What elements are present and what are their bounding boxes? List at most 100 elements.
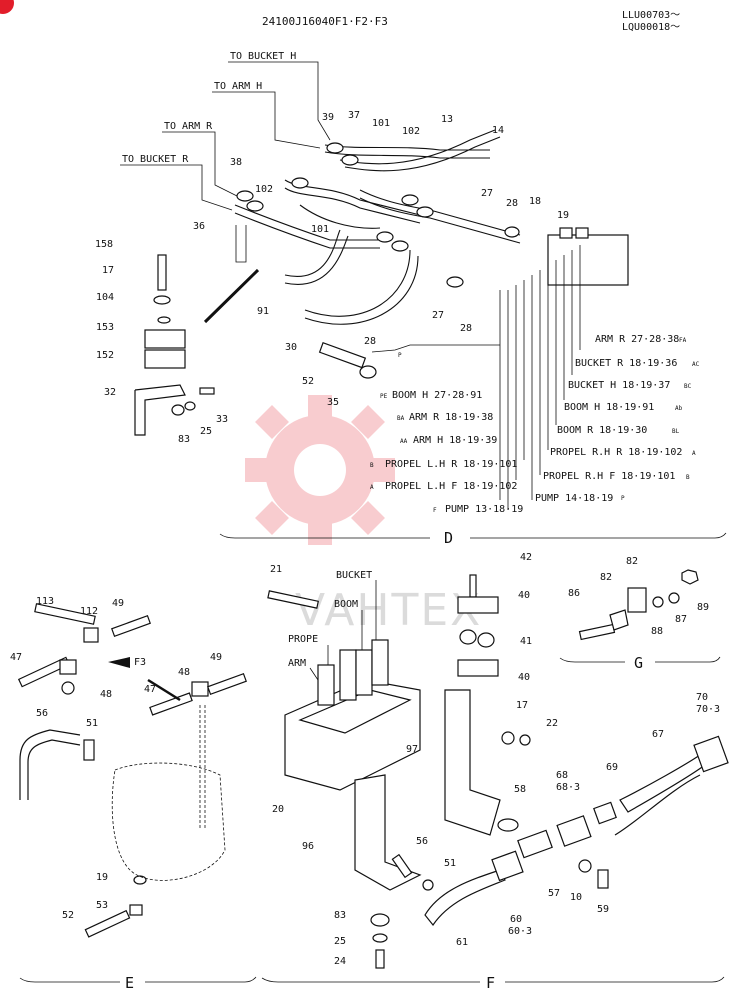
callout-40b: 40 xyxy=(518,672,530,683)
tag-ac: AC xyxy=(692,361,700,368)
callout-68: 68 xyxy=(556,770,568,781)
to-arm-r-label: TO ARM R xyxy=(164,121,213,132)
callout-47b: 47 xyxy=(144,684,156,695)
hose-arm-r: ARM R 27·28·38 xyxy=(595,334,679,345)
hose-propel-lh-f: PROPEL L.H F 18·19·102 xyxy=(385,481,517,492)
callout-89: 89 xyxy=(697,602,709,613)
tag-p-right: P xyxy=(621,495,625,502)
callout-158: 158 xyxy=(95,239,113,250)
callout-22: 22 xyxy=(546,718,558,729)
callout-87: 87 xyxy=(675,614,687,625)
hose-pump-14: PUMP 14·18·19 xyxy=(535,493,613,504)
callout-83b: 83 xyxy=(334,910,346,921)
hose-boom-h: BOOM H 18·19·91 xyxy=(564,402,654,413)
callout-82b: 82 xyxy=(600,572,612,583)
callout-19b: 19 xyxy=(96,872,108,883)
callout-102: 102 xyxy=(402,126,420,137)
callout-61: 61 xyxy=(456,937,468,948)
callout-32: 32 xyxy=(104,387,116,398)
tag-f: F xyxy=(433,507,437,514)
callout-58: 58 xyxy=(514,784,526,795)
callout-17b: 17 xyxy=(516,700,528,711)
hose-bucket-h: BUCKET H 18·19·37 xyxy=(568,380,670,391)
tag-pe: PE xyxy=(380,393,388,400)
hose-propel-lh-r: PROPEL L.H R 18·19·101 xyxy=(385,459,517,470)
callout-82: 82 xyxy=(626,556,638,567)
callout-56b: 56 xyxy=(416,836,428,847)
callout-18: 18 xyxy=(529,196,541,207)
callout-53: 53 xyxy=(96,900,108,911)
valve-label-arm: ARM xyxy=(288,658,306,669)
section-g-label: G xyxy=(634,654,643,672)
watermark-text: VAHTEX xyxy=(295,585,483,636)
section-f-label: F xyxy=(486,974,495,992)
to-bucket-h-label: TO BUCKET H xyxy=(230,51,296,62)
serial-range-1: LLU00703～ xyxy=(622,10,681,21)
tag-aa: AA xyxy=(400,438,408,445)
callout-101b: 101 xyxy=(311,224,329,235)
callout-49: 49 xyxy=(112,598,124,609)
tag-fa: FA xyxy=(679,337,687,344)
tag-a-lh: A xyxy=(370,484,374,491)
callout-13: 13 xyxy=(441,114,453,125)
callout-113: 113 xyxy=(36,596,54,607)
callout-21: 21 xyxy=(270,564,282,575)
tag-p-left: P xyxy=(398,352,402,359)
callout-59: 59 xyxy=(597,904,609,915)
valve-label-boom: BOOM xyxy=(334,599,358,610)
tag-b-rh: B xyxy=(686,474,690,481)
tag-ba: BA xyxy=(397,415,405,422)
callout-17: 17 xyxy=(102,265,114,276)
hose-propel-rh-f: PROPEL R.H F 18·19·101 xyxy=(543,471,675,482)
callout-48b: 48 xyxy=(178,667,190,678)
callout-51b: 51 xyxy=(444,858,456,869)
callout-56: 56 xyxy=(36,708,48,719)
callout-27: 27 xyxy=(481,188,493,199)
callout-57: 57 xyxy=(548,888,560,899)
callout-91: 91 xyxy=(257,306,269,317)
corner-badge xyxy=(0,0,14,14)
watermark-logo-icon xyxy=(245,395,395,545)
callout-47: 47 xyxy=(10,652,22,663)
callout-33: 33 xyxy=(216,414,228,425)
section-d-label: D xyxy=(444,529,453,547)
callout-40: 40 xyxy=(518,590,530,601)
callout-41: 41 xyxy=(520,636,532,647)
callout-83: 83 xyxy=(178,434,190,445)
callout-25b: 25 xyxy=(334,936,346,947)
section-e-label: E xyxy=(125,974,134,992)
callout-24: 24 xyxy=(334,956,346,967)
callout-10: 10 xyxy=(570,892,582,903)
callout-60-3: 60·3 xyxy=(508,926,532,937)
callout-35: 35 xyxy=(327,397,339,408)
callout-27b: 27 xyxy=(432,310,444,321)
callout-70: 70 xyxy=(696,692,708,703)
to-arm-h-label: TO ARM H xyxy=(214,81,262,92)
callout-30: 30 xyxy=(285,342,297,353)
callout-86: 86 xyxy=(568,588,580,599)
callout-51: 51 xyxy=(86,718,98,729)
callout-67: 67 xyxy=(652,729,664,740)
hose-pump-13: PUMP 13·18·19 xyxy=(445,504,523,515)
callout-20: 20 xyxy=(272,804,284,815)
callout-36: 36 xyxy=(193,221,205,232)
tag-bc: BC xyxy=(684,383,692,390)
serial-range-2: LQU00018～ xyxy=(622,22,681,33)
hose-arm-r-l: ARM R 18·19·38 xyxy=(409,412,493,423)
callout-38: 38 xyxy=(230,157,242,168)
tag-bl: BL xyxy=(672,428,680,435)
tag-b-lh: B xyxy=(370,462,374,469)
callout-68-3: 68·3 xyxy=(556,782,580,793)
callout-39: 39 xyxy=(322,112,334,123)
arrow-f3-label: F3 xyxy=(134,657,146,668)
callout-25: 25 xyxy=(200,426,212,437)
callout-104: 104 xyxy=(96,292,114,303)
tag-a-rh: A xyxy=(692,450,696,457)
valve-label-propel: PROPE xyxy=(288,634,318,645)
callout-69: 69 xyxy=(606,762,618,773)
callout-19: 19 xyxy=(557,210,569,221)
callout-60: 60 xyxy=(510,914,522,925)
callout-97: 97 xyxy=(406,744,418,755)
